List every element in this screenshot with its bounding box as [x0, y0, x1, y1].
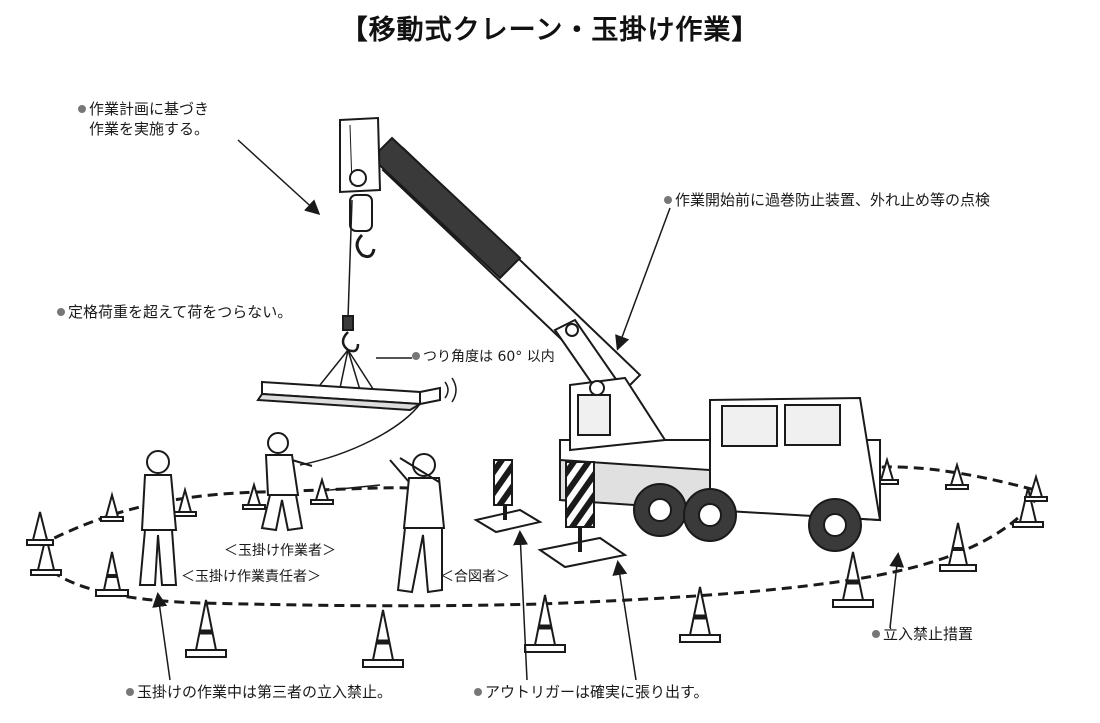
label-rigger: ＜玉掛け作業者＞ [224, 543, 336, 559]
cone [100, 491, 124, 522]
leader-lines [152, 139, 905, 681]
rigger-figure [260, 432, 313, 532]
cone [30, 535, 62, 576]
arrow-no-entry [889, 552, 905, 629]
note-third-party-text: 玉掛けの作業中は第三者の立入禁止。 [137, 683, 393, 701]
cone [679, 586, 721, 643]
cone [945, 461, 969, 490]
bullet-icon [474, 688, 482, 696]
cone [95, 551, 129, 597]
crane-boom [339, 116, 642, 397]
note-work-plan-line2: 作業を実施する。 [89, 120, 210, 138]
note-sling-angle-text: つり角度は 60° 以内 [423, 349, 555, 365]
rigging-chief-figure [138, 450, 178, 586]
bullet-icon [126, 688, 134, 696]
note-rated-load-text: 定格荷重を超えて荷をつらない。 [68, 303, 293, 321]
cone [185, 599, 227, 658]
truck-wheel [683, 488, 737, 542]
truck-wheel [633, 483, 687, 537]
arrow-inspection [615, 207, 671, 351]
note-work-plan: 作業計画に基づき 作業を実施する。 [78, 99, 209, 139]
arrow-third-party [152, 592, 171, 681]
note-no-entry-measure: 立入禁止措置 [872, 624, 973, 644]
cone [524, 594, 566, 653]
label-signaler: ＜合図者＞ [440, 569, 510, 585]
bullet-icon [78, 105, 86, 113]
note-third-party: 玉掛けの作業中は第三者の立入禁止。 [126, 682, 392, 702]
note-pre-inspection: 作業開始前に過巻防止装置、外れ止め等の点検 [664, 190, 990, 210]
cone [173, 486, 197, 517]
cone [1012, 487, 1044, 528]
tag-line [299, 403, 421, 466]
note-sling-angle: つり角度は 60° 以内 [412, 347, 555, 367]
bullet-icon [664, 196, 672, 204]
note-work-plan-line1: 作業計画に基づき [89, 100, 210, 118]
label-rigging-chief: ＜玉掛け作業責任者＞ [181, 569, 321, 585]
truck-wheel [808, 498, 862, 552]
crane-truck [559, 376, 882, 552]
signaler-figure [389, 453, 446, 594]
note-rated-load: 定格荷重を超えて荷をつらない。 [57, 302, 292, 322]
line-signal [329, 484, 381, 491]
note-outrigger: アウトリガーは確実に張り出す。 [474, 682, 709, 702]
cone [1024, 473, 1048, 502]
arrow-plan [237, 139, 321, 216]
cone [832, 551, 874, 608]
cone [939, 522, 977, 572]
note-no-entry-measure-text: 立入禁止措置 [883, 625, 974, 643]
cone [242, 481, 266, 510]
arrow-outrigger-1 [513, 530, 529, 681]
hook-block [341, 194, 376, 353]
bullet-icon [57, 308, 65, 316]
cone [26, 511, 54, 546]
outriggers [473, 459, 628, 569]
arrow-outrigger-2 [612, 560, 637, 681]
cone [362, 609, 404, 668]
note-outrigger-text: アウトリガーは確実に張り出す。 [485, 683, 709, 701]
traffic-cones [26, 456, 1048, 668]
cone [310, 476, 334, 505]
bullet-icon [872, 630, 880, 638]
bullet-icon [412, 352, 420, 360]
note-pre-inspection-text: 作業開始前に過巻防止装置、外れ止め等の点検 [675, 191, 991, 209]
page-title: 【移動式クレーン・玉掛け作業】 [340, 15, 760, 46]
